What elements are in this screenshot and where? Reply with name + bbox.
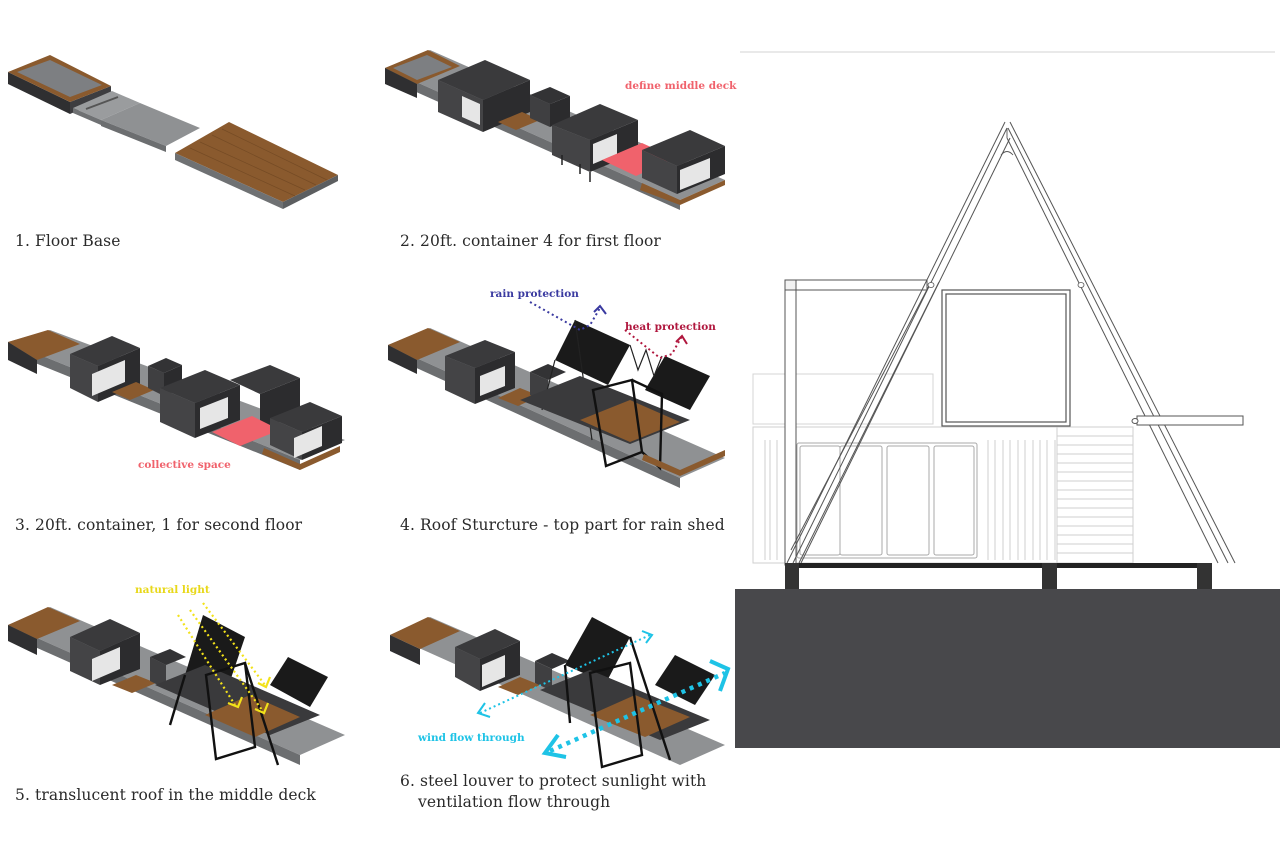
upper-window xyxy=(941,289,1071,427)
container xyxy=(438,60,530,100)
define-middle-deck-label: define middle deck xyxy=(625,80,737,92)
floor-beam xyxy=(785,563,1211,568)
container-outline-upper xyxy=(752,373,934,425)
step-4-panel: rain protection heat protection 4. Roof … xyxy=(380,280,740,540)
floor-base-axonometric xyxy=(8,55,338,209)
step-6-caption-line-2: ventilation flow through xyxy=(418,793,611,811)
rain-arrow xyxy=(529,301,607,332)
wind-flow-through-label: wind flow through xyxy=(418,732,525,744)
planter-box-inner xyxy=(17,60,102,97)
step-4-caption: 4. Roof Sturcture - top part for rain sh… xyxy=(400,516,725,534)
heat-arrow xyxy=(624,329,688,360)
concrete-path-side xyxy=(101,120,166,152)
wood-deck-top xyxy=(175,122,338,202)
sliding-glass-doors xyxy=(796,442,978,559)
step-2-caption: 2. 20ft. container 4 for first floor xyxy=(400,232,661,250)
step-1-caption: 1. Floor Base xyxy=(15,232,121,250)
collective-space-label: collective space xyxy=(138,459,231,471)
roof-panel xyxy=(555,320,630,385)
rain-protection-label: rain protection xyxy=(490,288,579,300)
step-3-panel: collective space 3. 20ft. container, 1 f… xyxy=(0,330,370,540)
wind-flow-arrows xyxy=(476,630,731,759)
collective-space-highlight xyxy=(212,416,280,446)
wood-deck-front xyxy=(175,153,283,209)
step-2-panel: define middle deck 2. 20ft. container 4 … xyxy=(380,40,740,260)
concrete-path xyxy=(101,103,200,146)
containers-first-floor-axonometric xyxy=(385,50,725,210)
roof-panel xyxy=(645,356,710,410)
right-outrigger-beam xyxy=(1131,415,1244,426)
step-1-panel: 1. Floor Base xyxy=(0,40,370,260)
apex-joint xyxy=(1000,128,1014,156)
step-5-caption: 5. translucent roof in the middle deck xyxy=(15,786,316,804)
container-outline-lower xyxy=(752,426,1134,564)
roof-panel xyxy=(270,657,328,707)
a-frame-rafters xyxy=(786,121,1236,564)
heat-protection-label: heat protection xyxy=(625,321,716,333)
step-6-caption-line-1: 6. steel louver to protect sunlight with xyxy=(400,772,707,790)
foundation-pier xyxy=(785,563,799,590)
foundation-pier xyxy=(1042,563,1057,590)
left-post-frame xyxy=(784,279,928,566)
concrete-step xyxy=(73,91,140,120)
natural-light-arrows xyxy=(177,602,272,715)
natural-light-label: natural light xyxy=(135,584,210,596)
ground-mass xyxy=(735,589,1280,748)
a-frame-elevation-drawing xyxy=(735,0,1280,850)
louver-panel xyxy=(1056,426,1134,564)
roof-structure-axonometric xyxy=(388,301,725,488)
step-3-caption: 3. 20ft. container, 1 for second floor xyxy=(15,516,303,534)
step-6-panel: wind flow through 6. steel louver to pro… xyxy=(380,595,740,820)
roof-panel xyxy=(565,617,630,683)
wood-deck-right xyxy=(283,175,338,209)
translucent-roof-axonometric xyxy=(8,602,345,766)
planter-box-side xyxy=(8,72,70,114)
roof-panel xyxy=(655,655,715,705)
step-5-panel: natural light 5. translucent roof in the… xyxy=(0,575,370,815)
concrete-step-side xyxy=(73,108,101,125)
containers-second-floor-axonometric xyxy=(8,330,345,470)
steel-louver-axonometric xyxy=(390,617,731,769)
foundation-pier xyxy=(1197,563,1212,590)
